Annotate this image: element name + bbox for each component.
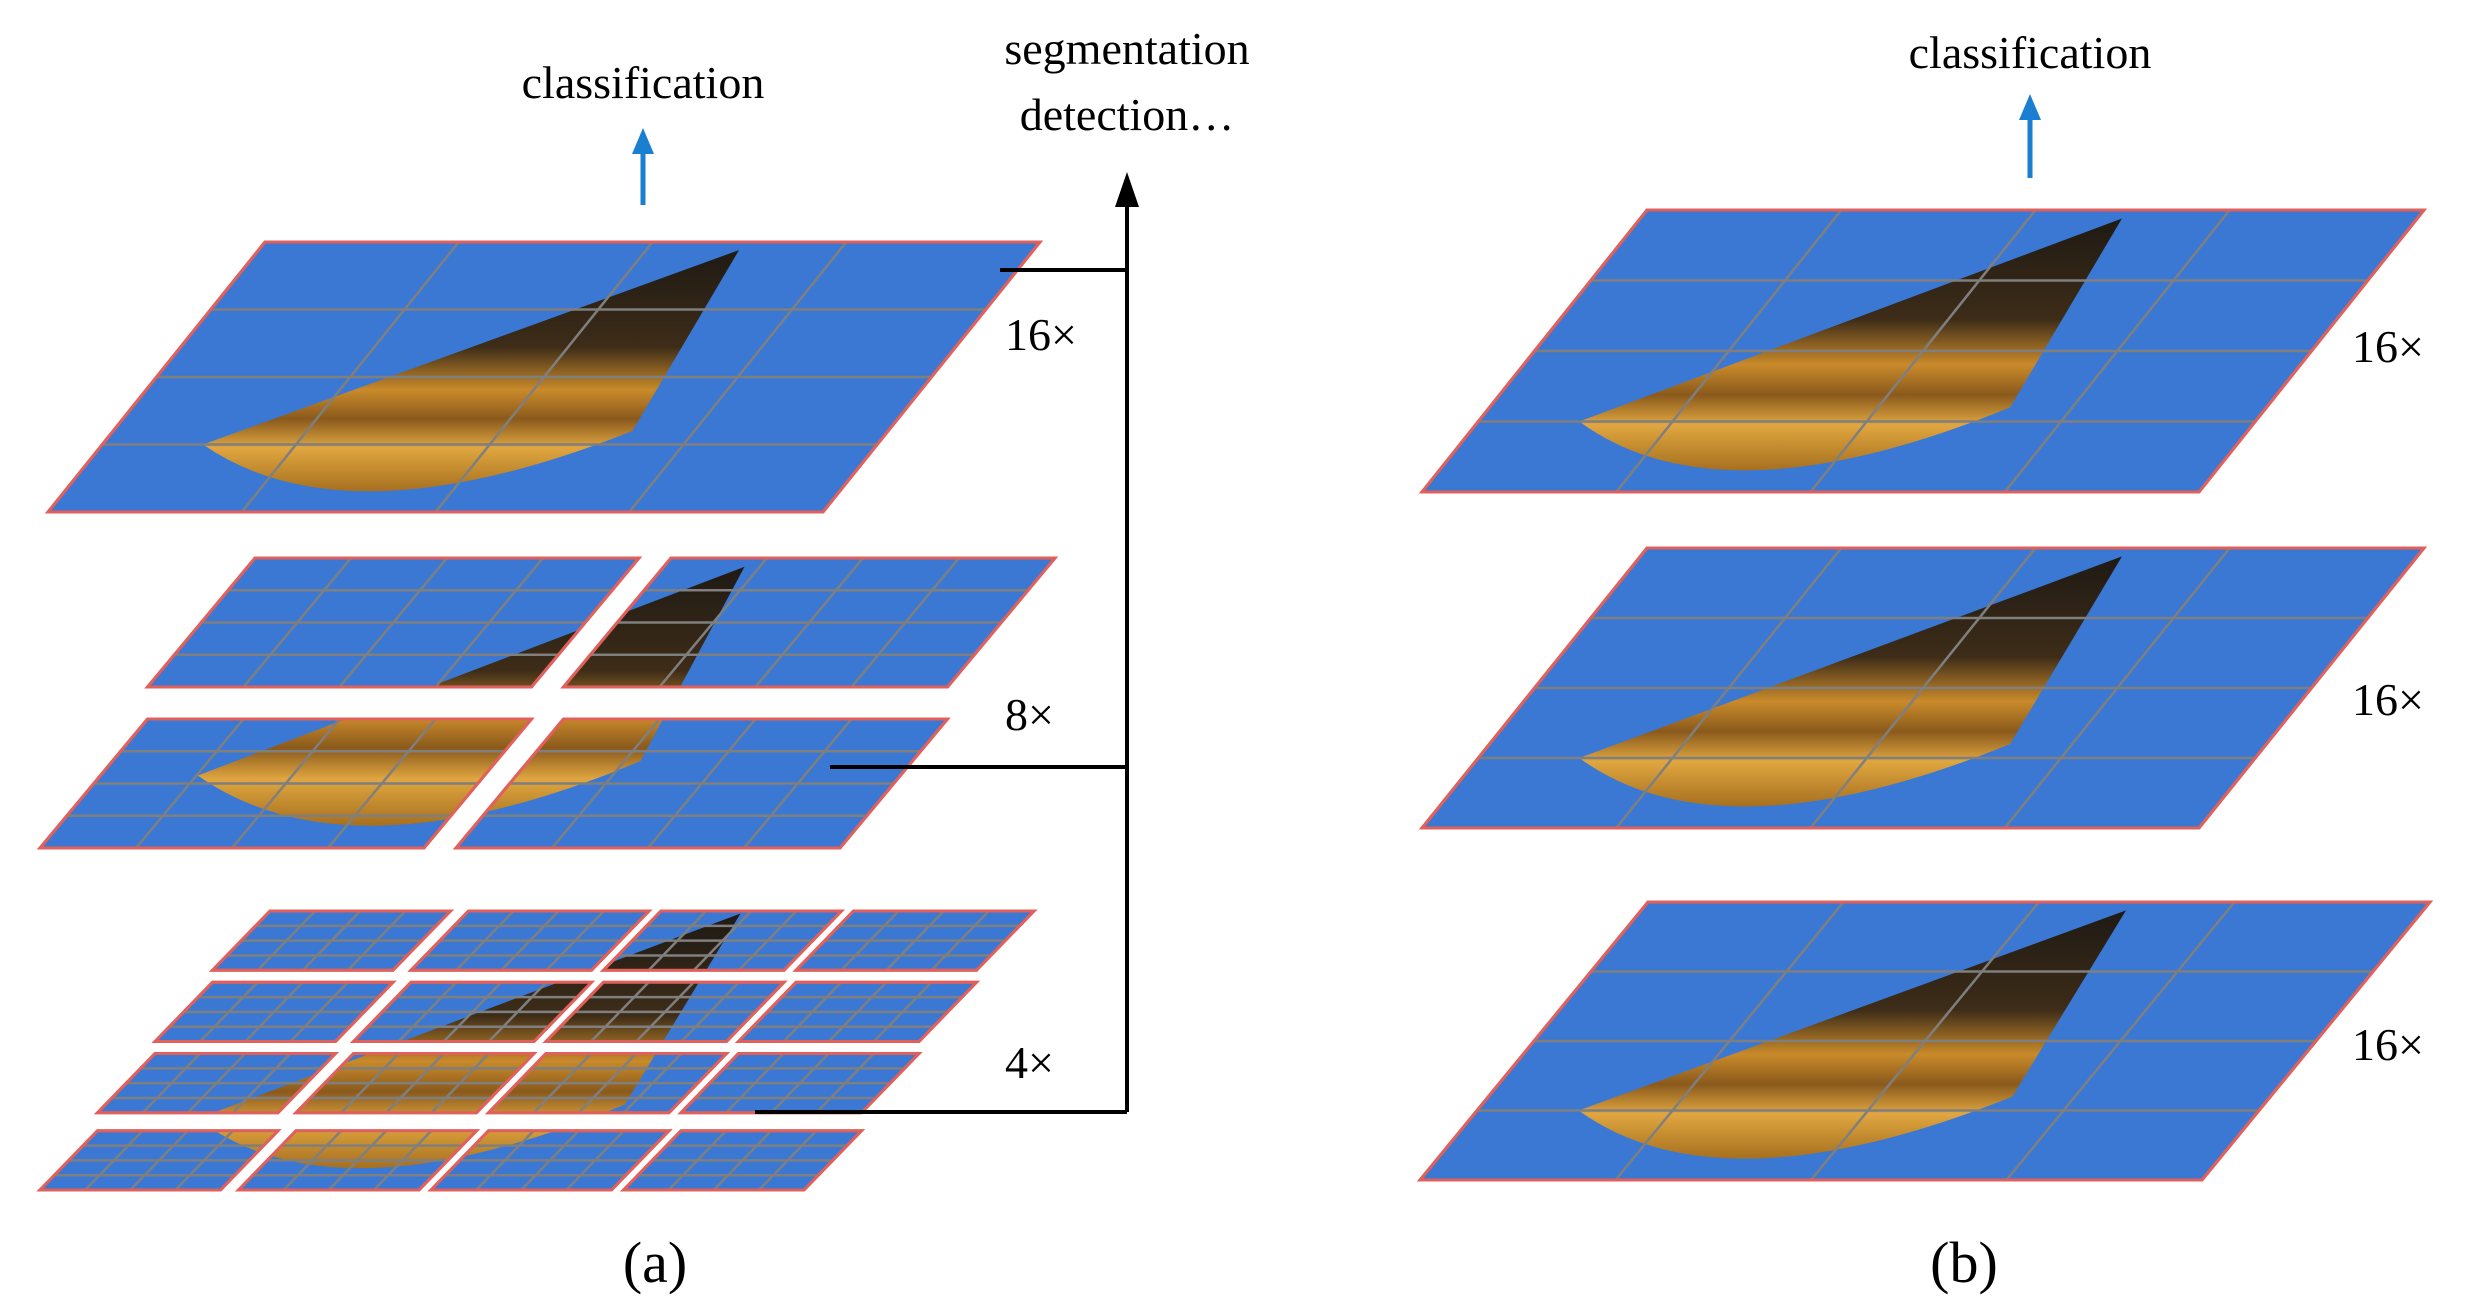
ultrasound-image — [456, 719, 745, 826]
panel-a-4x-patch — [734, 980, 981, 1043]
panel-a-caption: (a) — [623, 1230, 687, 1295]
panel-a-4x-patch — [349, 980, 596, 1043]
panel-b-16x-patch-3 — [1416, 900, 2434, 1182]
panel-a-4x-patch — [542, 980, 788, 1043]
panel-b — [1416, 208, 2434, 1182]
ultrasound-image — [488, 1053, 727, 1113]
panel-a-4x-patch — [208, 909, 455, 972]
panel-a-4x-patch — [619, 1129, 866, 1192]
panel-a-8x-patch — [452, 717, 951, 850]
connector-arrowhead — [1115, 172, 1139, 207]
panel-a-4x-patch — [234, 1129, 481, 1192]
panel-a-4x-patch — [677, 1052, 923, 1115]
panel-b-up-arrow — [2019, 94, 2041, 178]
panel-a-label-8x: 8× — [1005, 689, 1054, 740]
panel-a-4x-patch — [484, 1052, 731, 1115]
panel-a-8x-patch — [560, 556, 1059, 689]
panel-a-detection-label: detection… — [1020, 89, 1235, 140]
panel-a — [36, 240, 1059, 1192]
panel-a-4x-patch — [427, 1129, 673, 1192]
panel-a-4x-patch — [792, 909, 1038, 972]
panel-a-label-16x: 16× — [1005, 309, 1077, 360]
panel-b-caption: (b) — [1930, 1230, 1998, 1295]
panel-a-classification-label: classification — [522, 57, 765, 108]
panel-a-segmentation-label: segmentation — [1004, 23, 1249, 74]
panel-a-up-arrow — [632, 128, 654, 205]
ultrasound-image — [197, 719, 532, 826]
panel-a-connector — [755, 205, 1129, 1114]
ultrasound-image — [296, 1053, 534, 1113]
panel-a-8x-stage — [36, 556, 1059, 850]
panel-b-16x-patch-1 — [1418, 208, 2428, 494]
panel-a-label-4x: 4× — [1005, 1037, 1054, 1088]
panel-a-4x-patch — [36, 1129, 282, 1192]
panel-b-label-16x-middle: 16× — [2352, 674, 2424, 725]
panel-a-4x-patch — [292, 1052, 538, 1115]
panel-b-16x-patch-2 — [1418, 546, 2428, 830]
panel-a-4x-stage — [36, 909, 1038, 1192]
panel-a-4x-patch — [599, 909, 846, 972]
panel-b-label-16x-top: 16× — [2352, 321, 2424, 372]
panel-b-classification-label: classification — [1909, 27, 2152, 78]
panel-a-8x-patch — [36, 717, 535, 850]
panel-a-4x-patch — [151, 980, 397, 1043]
panel-b-label-16x-bottom: 16× — [2352, 1019, 2424, 1070]
panel-a-4x-patch — [407, 909, 653, 972]
panel-a-16x-patch — [44, 240, 1044, 514]
